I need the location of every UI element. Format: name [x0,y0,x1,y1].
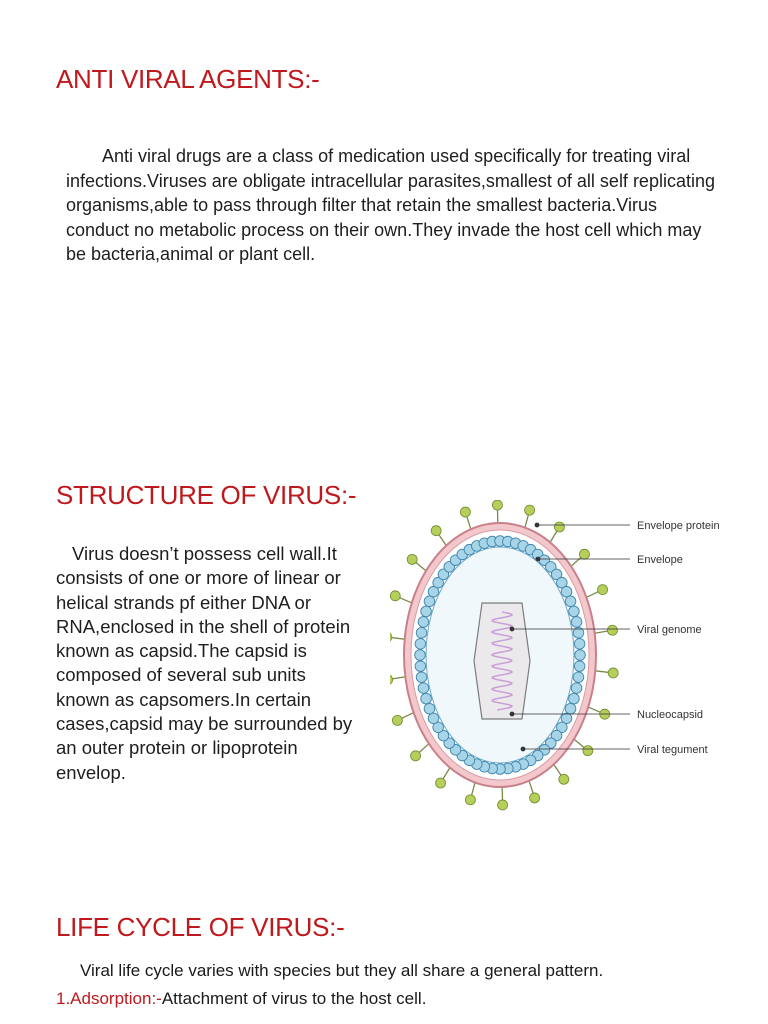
capsomer [574,649,586,661]
capsomer [437,568,450,581]
capsomer [560,712,573,725]
envelope-protein-spike [558,773,570,785]
capsomer [414,638,427,650]
envelope-protein-spike [607,624,618,636]
envelope-protein-spike [492,500,503,511]
step-1-label: 1.Adsorption:- [56,989,162,1008]
heading-structure-of-virus: STRUCTURE OF VIRUS:- [56,480,357,510]
life-cycle-step-1: 1.Adsorption:-Attachment of virus to the… [56,988,426,1010]
viral-genome-strand [490,611,514,711]
capsomer [443,737,455,749]
capsomer [556,576,568,589]
capsomer [432,576,444,589]
label-envelope-protein: Envelope protein [637,520,720,532]
heading-anti-viral-agents: ANTI VIRAL AGENTS:- [56,64,320,94]
capsomer [414,660,427,672]
envelope-protein-spike [410,750,421,762]
capsomer [556,721,568,734]
envelope-protein-spike [390,590,401,602]
envelope-protein-spike [392,715,403,726]
envelope-protein-spike [390,632,393,642]
envelope-protein-spike [554,521,565,533]
capsomer [572,627,585,639]
capsomer [432,721,444,734]
envelope-protein-spike [390,674,393,685]
capsomer [423,702,436,715]
capsomers [414,535,586,775]
label-envelope: Envelope [637,554,683,566]
capsomer [427,585,440,598]
heading-life-cycle-of-virus: LIFE CYCLE OF VIRUS:- [56,912,345,942]
capsomer [417,682,430,694]
envelope-protein-spike [582,745,594,757]
capsomer [420,605,432,618]
capsomer [573,660,586,672]
capsomer [570,616,583,628]
capsomer [427,712,440,725]
anti-viral-paragraph: Anti viral drugs are a class of medicati… [66,146,715,264]
capsomer [568,605,580,618]
capsomer [570,682,583,694]
capsomer [415,671,428,683]
step-1-text: Attachment of virus to the host cell. [161,989,427,1008]
label-nucleocapsid: Nucleocapsid [637,709,703,721]
envelope-protein-spike [579,548,590,560]
virus-structure-diagram: Envelope protein Envelope Viral genome N… [390,500,720,811]
nucleocapsid-shape [473,602,531,720]
capsomer [550,729,563,742]
envelope-protein-spike [430,525,442,537]
capsomer [437,729,450,742]
capsomer [564,702,577,715]
envelope-protein-spike [597,584,608,595]
envelope-protein-spike [459,506,471,518]
label-viral-tegument: Viral tegument [637,744,708,756]
structure-paragraph: Virus doesn’t possess cell wall.It consi… [56,543,353,783]
cut-off-text-line [56,1017,436,1024]
capsomer [414,649,426,661]
capsomer [573,638,586,650]
capsomer [545,561,557,573]
capsomer [560,585,573,598]
envelope-protein-spike [524,504,536,516]
label-viral-genome: Viral genome [637,624,702,636]
capsomer [417,616,430,628]
envelope-protein-spike [435,777,446,789]
capsomer [415,627,428,639]
life-cycle-intro: Viral life cycle varies with species but… [80,961,604,980]
capsomer [568,692,580,705]
capsomer [550,568,563,581]
envelope-protein-spike [529,792,541,804]
capsomer [572,671,585,683]
envelope-protein-spike [497,799,508,811]
envelope-protein-spike [464,794,476,806]
envelope-protein-spike [406,553,418,565]
envelope-protein-spike [607,667,619,679]
capsomer [423,595,436,608]
spike-stalk [390,636,405,640]
capsomer [564,595,577,608]
capsomer [420,692,432,705]
